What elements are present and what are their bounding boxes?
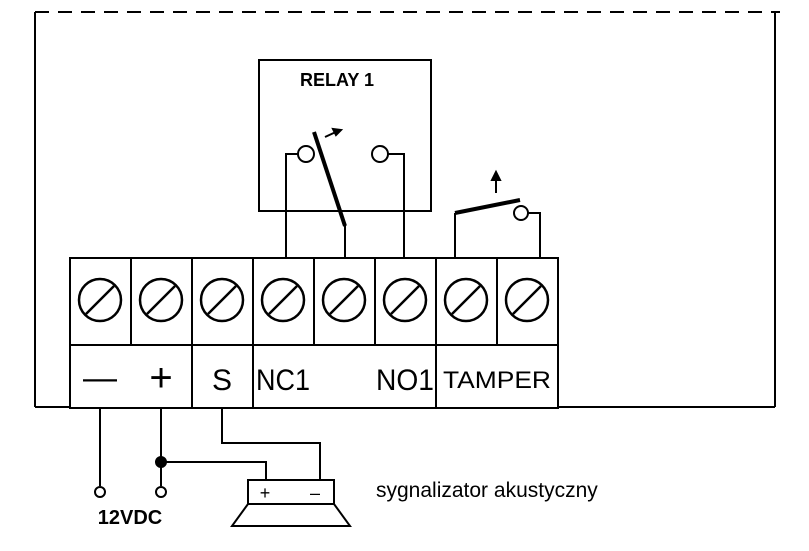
terminal-label-nc1: NC1: [256, 364, 310, 397]
terminal-label-minus: —: [83, 359, 117, 397]
tamper-switch-icon: [454, 169, 541, 258]
screw-terminal-icon: [260, 277, 306, 323]
screw-terminal-icon: [77, 277, 123, 323]
relay-contact-icon: [285, 127, 405, 258]
terminal-label-no1: NO1: [376, 364, 434, 397]
speaker-icon: + –: [230, 479, 352, 527]
relay-box: RELAY 1: [258, 59, 432, 258]
terminal-label-s: S: [212, 364, 232, 397]
screw-terminal-icon: [443, 277, 489, 323]
screw-terminals: [77, 277, 550, 323]
screw-terminal-icon: [504, 277, 550, 323]
relay-title: RELAY 1: [300, 70, 374, 90]
screw-terminal-icon: [321, 277, 367, 323]
siren-label: sygnalizator akustyczny: [376, 479, 598, 502]
terminal-block: [69, 257, 559, 409]
terminal-labels: — + S NC1 NO1 TAMPER: [83, 356, 551, 400]
terminal-label-tamper: TAMPER: [443, 367, 551, 394]
screw-terminal-icon: [138, 277, 184, 323]
power-label: 12VDC: [98, 507, 162, 529]
siren-plus: +: [260, 483, 271, 503]
siren-minus: –: [310, 483, 320, 503]
screw-terminal-icon: [199, 277, 245, 323]
terminal-label-plus: +: [149, 356, 172, 400]
external-wiring: [94, 408, 321, 498]
screw-terminal-icon: [382, 277, 428, 323]
enclosure: [34, 11, 780, 408]
